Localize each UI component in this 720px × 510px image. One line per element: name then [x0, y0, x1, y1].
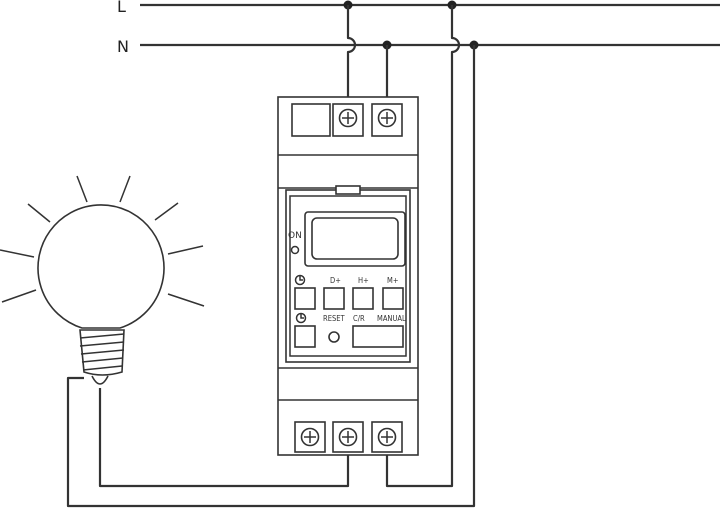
- bulb-contact: [91, 375, 109, 385]
- cr-label: C/R: [353, 314, 365, 323]
- minute-button[interactable]: [382, 287, 404, 310]
- manual-label: MANUAL: [377, 314, 406, 323]
- bulb-threads: [79, 333, 125, 371]
- timer-mode-button[interactable]: [294, 287, 316, 310]
- screw-terminal-icon: [338, 108, 358, 128]
- light-rays: [0, 175, 205, 307]
- screw-terminal-icon: [377, 108, 397, 128]
- line-label-n: N: [117, 37, 129, 56]
- screw-terminal-icon: [377, 427, 397, 447]
- reset-button[interactable]: [328, 331, 340, 343]
- on-indicator-label: ON: [288, 231, 302, 241]
- wire-l-to-timer-input: [385, 5, 461, 488]
- manual-button[interactable]: [352, 325, 404, 348]
- bulb-glass: [37, 204, 165, 329]
- front-panel-frame: [289, 195, 407, 357]
- reset-label: RESET: [323, 314, 345, 323]
- panel-clip-tab: [335, 185, 361, 195]
- day-button-label: D+: [330, 276, 341, 285]
- minute-button-label: M+: [387, 276, 398, 285]
- hour-button-label: H+: [358, 276, 369, 285]
- lcd-display: [311, 217, 399, 260]
- line-label-l: L: [117, 0, 126, 16]
- clock-icon: [295, 312, 307, 324]
- on-indicator-led: [290, 245, 300, 255]
- wire-l-to-timer-supply: [346, 5, 357, 108]
- top-terminal-blank: [291, 103, 331, 137]
- screw-terminal-icon: [338, 427, 358, 447]
- timer-switch: ON D+ H+ M+ RESET C/R MANUAL: [277, 96, 419, 456]
- light-bulb-icon: [0, 175, 205, 385]
- wire-n-to-lamp: [66, 45, 476, 508]
- wire-timer-output-to-lamp: [98, 388, 350, 488]
- hour-button[interactable]: [352, 287, 374, 310]
- screw-terminal-icon: [300, 427, 320, 447]
- timer-mode-icon: [294, 274, 306, 286]
- clock-button[interactable]: [294, 325, 316, 348]
- day-button[interactable]: [323, 287, 345, 310]
